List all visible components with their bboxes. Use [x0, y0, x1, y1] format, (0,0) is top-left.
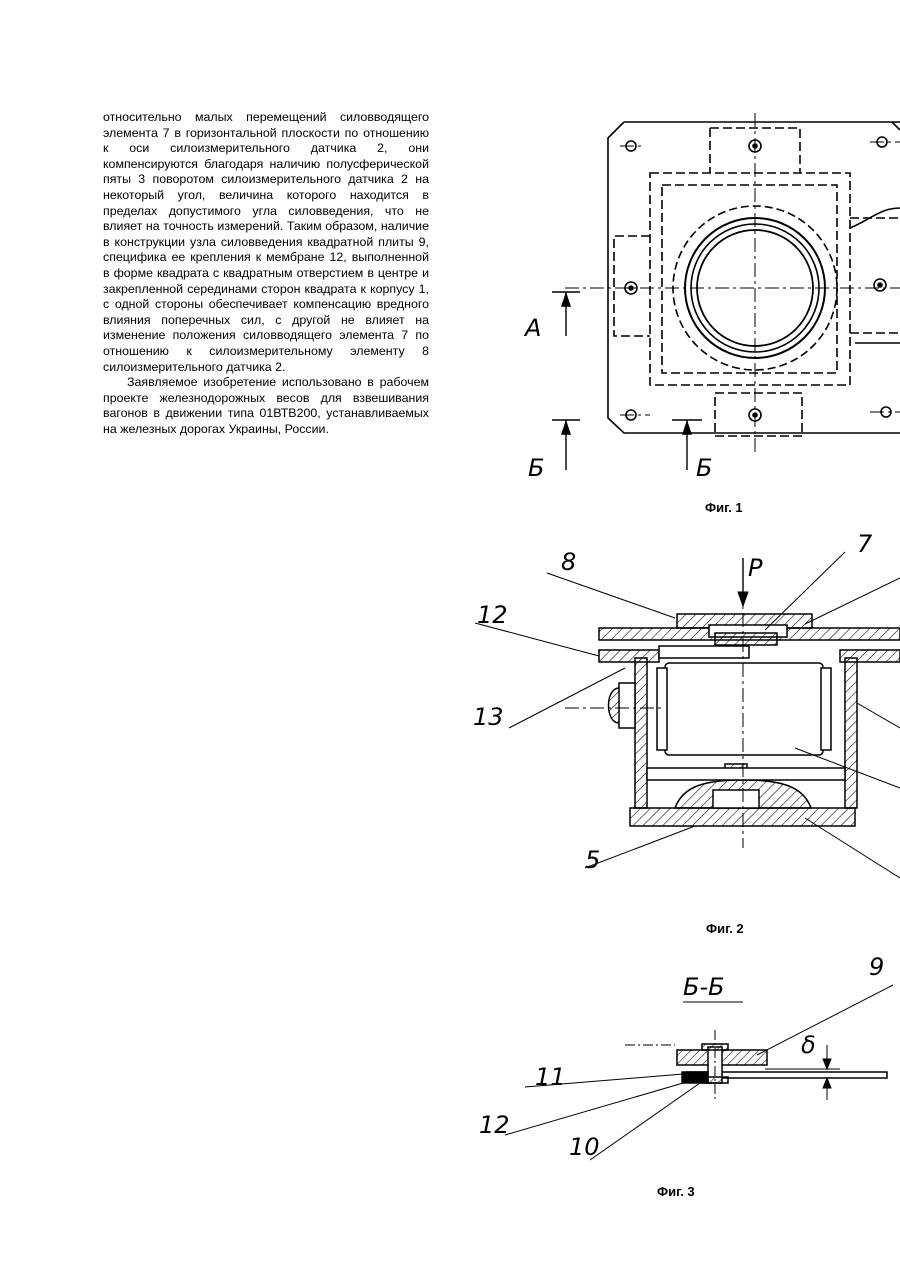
label-force-p: P [748, 554, 763, 582]
label-9: 9 [869, 953, 884, 981]
label-13: 13 [473, 703, 504, 731]
figure-3-drawing: Б-Б 9 11 12 10 δ [465, 945, 900, 1175]
label-gap-delta: δ [801, 1031, 816, 1059]
label-section-b-left: Б [528, 454, 544, 482]
plate-outline [608, 122, 900, 433]
paragraph-2: Заявляемое изобретение использовано в ра… [103, 375, 429, 437]
housing-left-wall [635, 658, 647, 808]
label-section-a: А [523, 314, 541, 342]
figure-1-caption: Фиг. 1 [705, 500, 743, 515]
load-cell [665, 663, 823, 755]
figure-1-drawing: А Б Б [510, 108, 900, 493]
label-11: 11 [535, 1063, 566, 1091]
paragraph-1: относительно малых перемещений силовводя… [103, 110, 429, 375]
figure-2-caption: Фиг. 2 [706, 921, 744, 936]
label-5: 5 [585, 846, 600, 874]
housing-right-wall [845, 658, 857, 808]
inner-square-dashed [650, 173, 850, 385]
label-section-b-right: Б [696, 454, 712, 482]
description-text-column: относительно малых перемещений силовводя… [103, 110, 429, 437]
label-section-b-b: Б-Б [683, 973, 725, 1001]
label-7: 7 [857, 530, 873, 558]
figure-3-caption: Фиг. 3 [657, 1184, 695, 1199]
label-12: 12 [477, 601, 508, 629]
figure-2-drawing: P 7 8 12 13 5 [465, 528, 900, 888]
label-10: 10 [569, 1133, 600, 1161]
label-12: 12 [479, 1111, 510, 1139]
label-8: 8 [561, 548, 576, 576]
